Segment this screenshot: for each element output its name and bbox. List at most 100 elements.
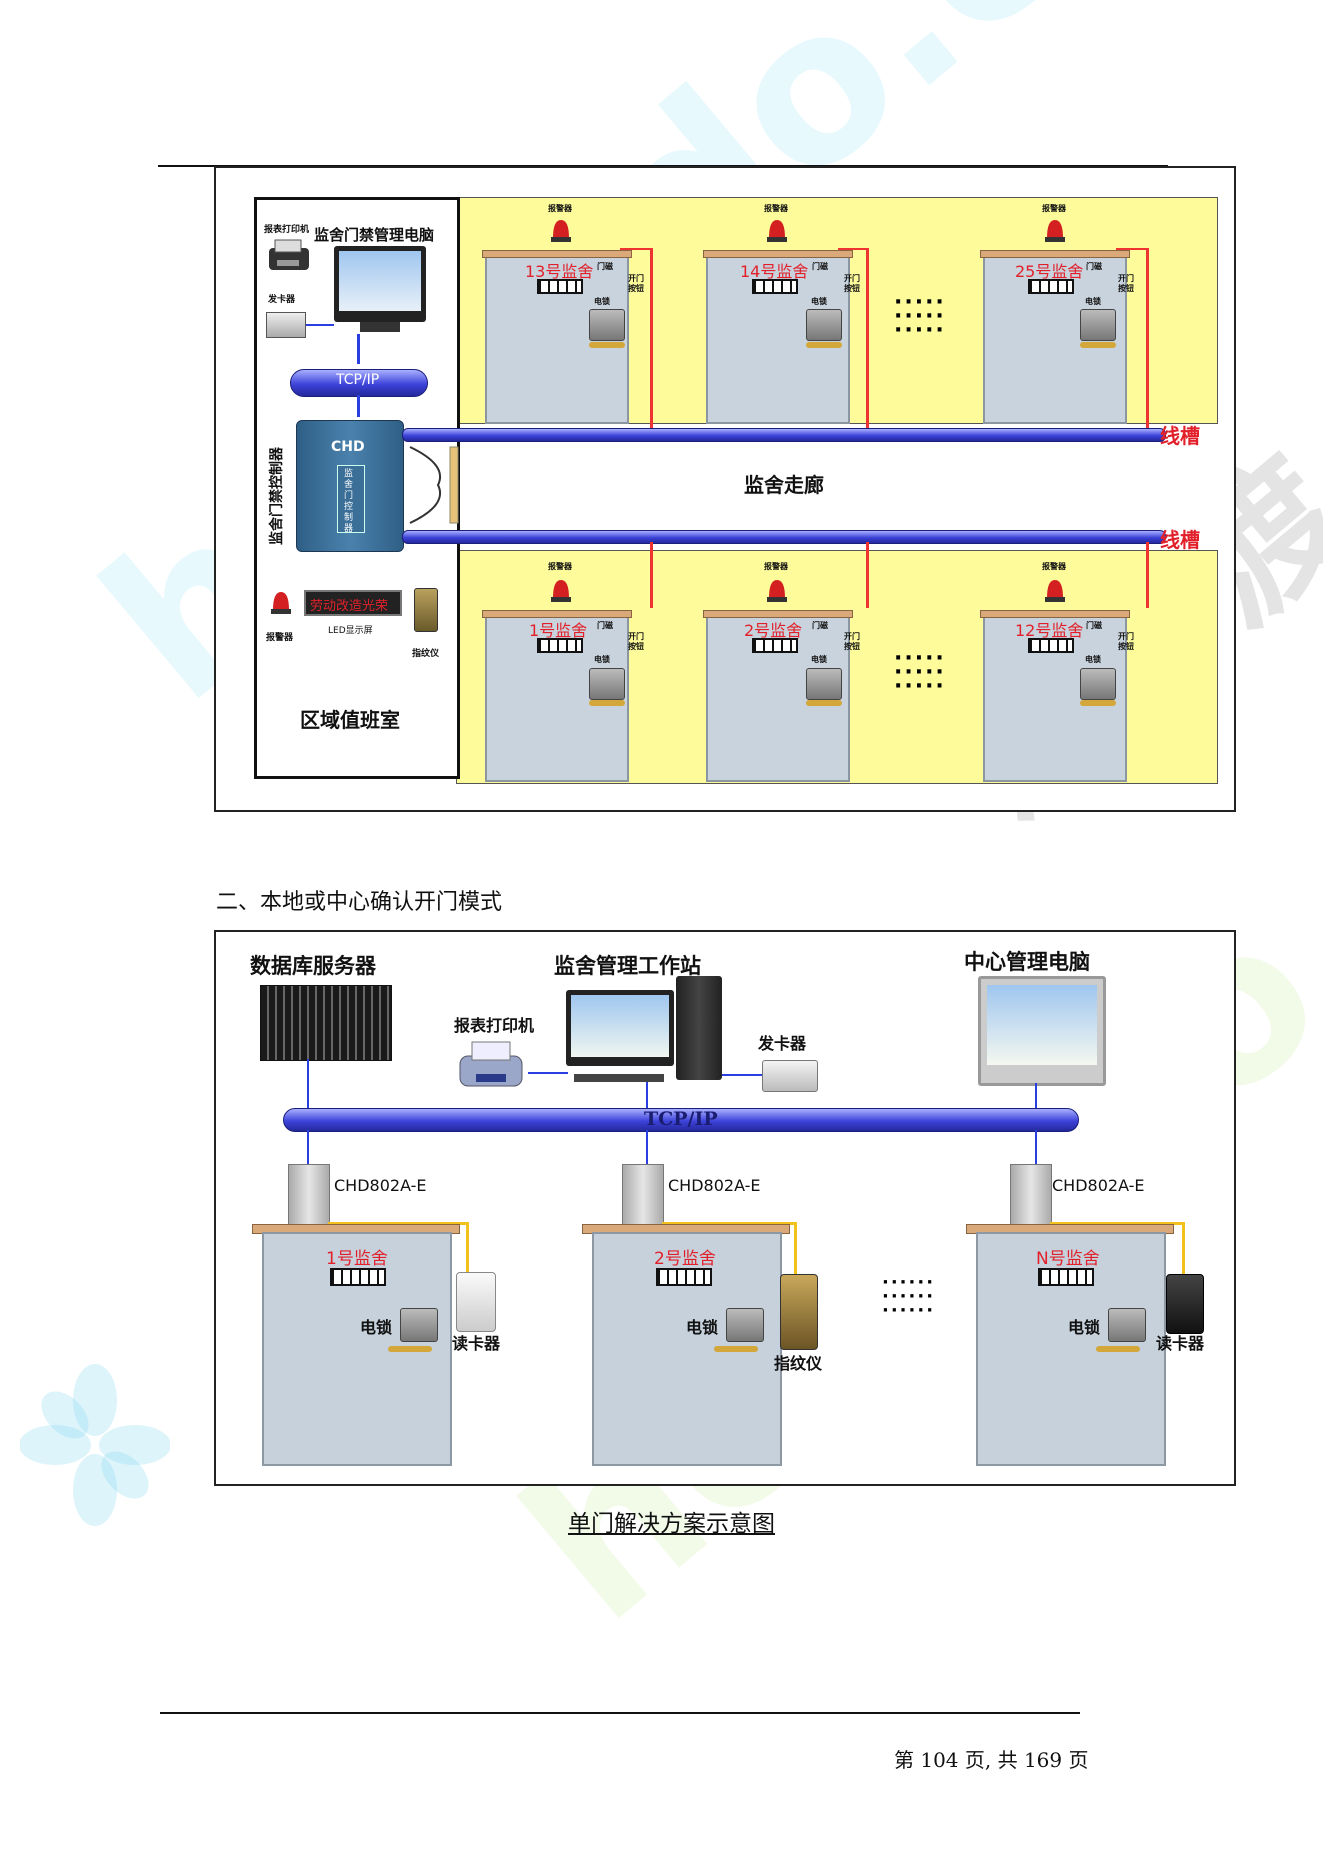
lock-label: 电锁: [1068, 1318, 1101, 1337]
lock-label: 电锁: [1085, 655, 1101, 664]
alarm-label: 报警器: [1042, 562, 1066, 571]
figure-caption: 单门解决方案示意图: [568, 1511, 775, 1537]
alarm-label: 报警器: [764, 562, 788, 571]
alarm-label: 报警器: [266, 633, 294, 643]
pc-link-wire: [306, 324, 334, 326]
pc-link-wire: [357, 395, 360, 417]
ws-link-wire: [646, 1082, 648, 1111]
controller-model-label: CHD802A-E: [1052, 1176, 1145, 1195]
keyboard-icon: [574, 1074, 664, 1082]
more-rooms-ellipsis: ···············: [894, 646, 946, 699]
lock-label: 电锁: [811, 297, 827, 306]
lock-label: 电锁: [360, 1318, 393, 1337]
pc-tower-icon: [676, 976, 722, 1080]
controller-side-label: 监舍门禁控制器: [269, 447, 285, 545]
duty-room-pc-label: 监舍门禁管理电脑: [314, 226, 435, 244]
tcpip-bus-pipe: [283, 1108, 1079, 1132]
magnet-label: 门磁: [1086, 621, 1102, 630]
duty-room-title: 区域值班室: [300, 708, 400, 732]
button-label: 开门按钮: [844, 632, 860, 651]
magnet-label: 门磁: [812, 262, 828, 271]
page-footer: 第 104 页, 共 169 页: [894, 1748, 1089, 1772]
watermark-logo-icon: [20, 1364, 170, 1526]
button-label: 开门按钮: [844, 274, 860, 293]
lock-label: 电锁: [594, 655, 610, 664]
lock-label: 电锁: [686, 1318, 719, 1337]
room-label: 2号监舍: [744, 621, 803, 640]
tcpip-pipe: [290, 369, 428, 397]
trunk-pipe-bottom: [402, 530, 1166, 544]
fingerprint-label: 指纹仪: [412, 649, 440, 659]
fingerprint-icon: [780, 1274, 818, 1350]
workstation-printer-label: 报表打印机: [454, 1016, 535, 1035]
led-label: LED显示屏: [328, 626, 373, 636]
db-server-label: 数据库服务器: [250, 954, 376, 978]
section-heading: 二、本地或中心确认开门模式: [216, 890, 503, 915]
more-rooms-ellipsis: ··················: [882, 1272, 936, 1321]
lock-label: 电锁: [811, 655, 827, 664]
access-controller-icon: CHD 监舍门控制器: [296, 420, 404, 552]
center-pc-label: 中心管理电脑: [964, 950, 1090, 974]
controller-box-icon: [288, 1164, 330, 1228]
lock-label: 电锁: [594, 297, 610, 306]
room-label: 1号监舍: [326, 1249, 388, 1269]
alarm-label: 报警器: [1042, 204, 1066, 213]
corridor-gate-icon: [409, 446, 459, 524]
controller-brand: CHD: [331, 439, 365, 455]
room-label: 14号监舍: [740, 262, 809, 281]
printer-icon: [459, 1041, 523, 1087]
db-server-icon: [260, 985, 392, 1061]
more-rooms-ellipsis: ···············: [894, 290, 946, 343]
peripheral-wire: [528, 1072, 568, 1074]
printer-icon: [269, 239, 309, 270]
trunk-label-top: 线槽: [1160, 424, 1200, 448]
room-label: N号监舍: [1036, 1249, 1100, 1269]
reader-label: 读卡器: [1156, 1334, 1205, 1353]
magnet-label: 门磁: [597, 262, 613, 271]
monitor-icon: [334, 246, 426, 322]
controller-link-wire: [307, 1130, 309, 1166]
tcpip-bus-label: TCP/IP: [644, 1108, 718, 1130]
room-label: 13号监舍: [525, 262, 594, 281]
reader-label: 读卡器: [452, 1334, 501, 1353]
controller-model-label: CHD802A-E: [334, 1176, 427, 1195]
room-label: 2号监舍: [654, 1249, 716, 1269]
controller-model-label: CHD802A-E: [668, 1176, 761, 1195]
card-reader-icon: [456, 1272, 496, 1332]
magnet-label: 门磁: [597, 621, 613, 630]
controller-face-label: 监舍门控制器: [344, 469, 354, 534]
controller-box-icon: [1010, 1164, 1052, 1228]
trunk-pipe-top: [402, 428, 1166, 442]
corridor-label: 监舍走廊: [744, 473, 824, 497]
button-label: 开门按钮: [1118, 632, 1134, 651]
alarm-icon: [767, 220, 787, 242]
alarm-icon: [1045, 580, 1065, 602]
button-label: 开门按钮: [628, 632, 644, 651]
workstation-monitor-icon: [566, 990, 674, 1066]
duty-room-printer-label: 报表打印机: [264, 225, 310, 235]
card-reader-icon: [1166, 1274, 1204, 1334]
alarm-icon: [271, 592, 291, 614]
pc-link-wire: [357, 334, 360, 364]
alarm-icon: [551, 580, 571, 602]
alarm-label: 报警器: [548, 562, 572, 571]
room-label: 1号监舍: [529, 621, 588, 640]
lock-label: 电锁: [1085, 297, 1101, 306]
reader-label: 指纹仪: [774, 1354, 823, 1373]
tcpip-label: TCP/IP: [336, 372, 380, 388]
room-label: 25号监舍: [1015, 262, 1084, 281]
peripheral-wire: [722, 1074, 762, 1076]
workstation-card-issuer-label: 发卡器: [758, 1034, 807, 1053]
trunk-label-bottom: 线槽: [1160, 528, 1200, 552]
alarm-icon: [1045, 220, 1065, 242]
led-display: 劳动改造光荣: [304, 590, 402, 616]
led-text: 劳动改造光荣: [310, 599, 389, 614]
center-pc-monitor-icon: [978, 976, 1106, 1086]
controller-box-icon: [622, 1164, 664, 1228]
magnet-label: 门磁: [1086, 262, 1102, 271]
room-label: 12号监舍: [1015, 621, 1084, 640]
fingerprint-icon: [414, 588, 438, 632]
button-label: 开门按钮: [628, 274, 644, 293]
db-link-wire: [307, 1059, 309, 1111]
magnet-label: 门磁: [812, 621, 828, 630]
